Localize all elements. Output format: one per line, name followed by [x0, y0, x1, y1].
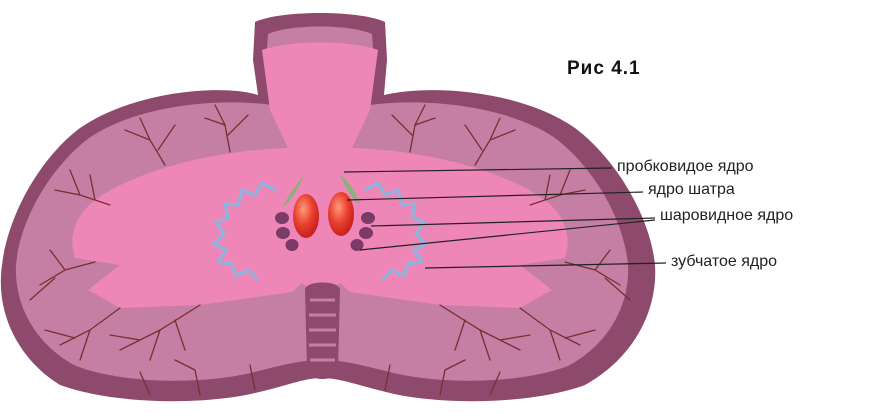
vermis-stem	[305, 283, 340, 380]
white-matter	[72, 43, 567, 309]
label-fastigial-nucleus: ядро шатра	[648, 181, 735, 199]
fastigial-nucleus-right	[328, 192, 354, 236]
label-dentate-nucleus: зубчатое ядро	[671, 253, 777, 271]
figure-title: Рис 4.1	[567, 58, 641, 80]
label-globose-nucleus: шаровидное ядро	[660, 207, 793, 225]
fastigial-nucleus-left	[293, 194, 319, 238]
label-emboliform-nucleus: пробковидое ядро	[617, 158, 754, 176]
